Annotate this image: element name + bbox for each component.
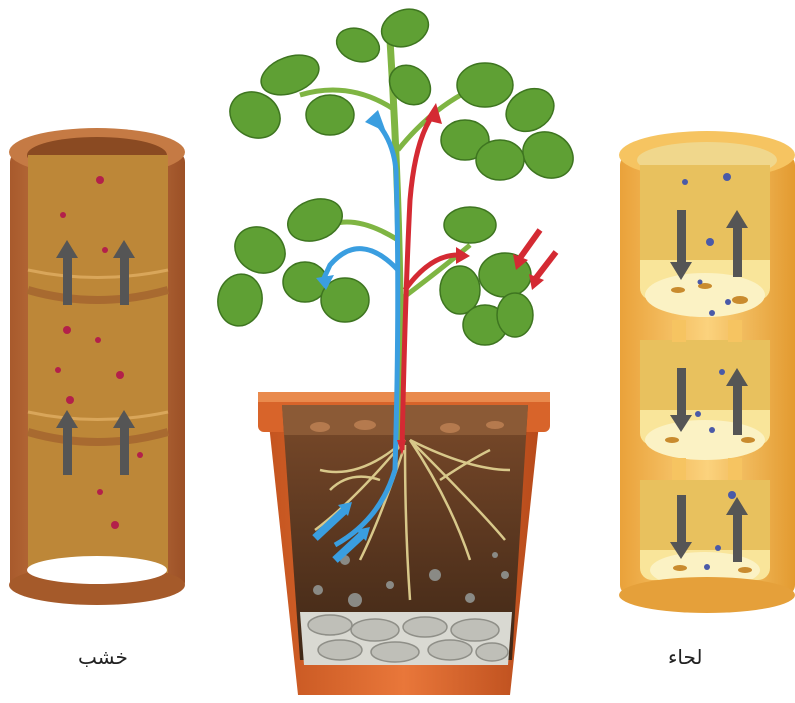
- phloem-label: لحاء: [668, 645, 703, 669]
- phloem-tube: [619, 131, 795, 613]
- xylem-tube: [9, 128, 185, 605]
- xylem-label: خشب: [78, 645, 128, 669]
